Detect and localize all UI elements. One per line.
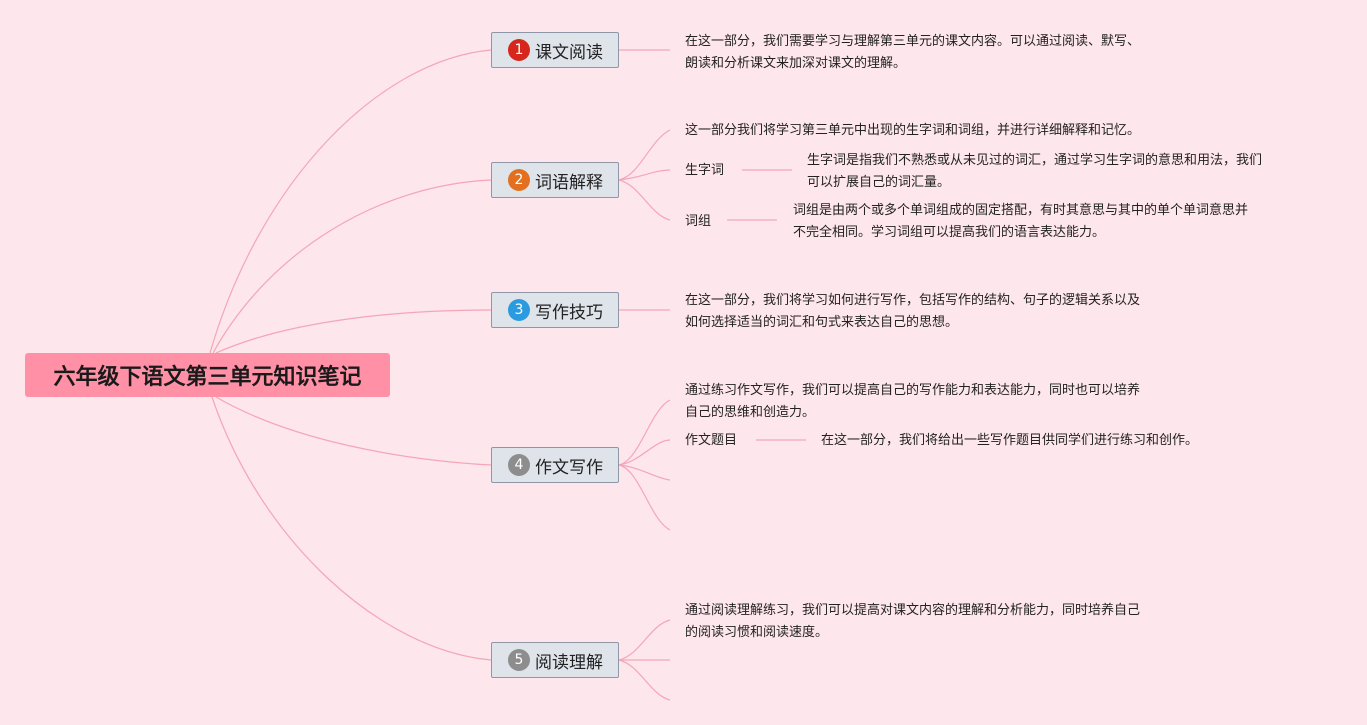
desc-line: 朗读和分析课文来加深对课文的理解。: [685, 56, 907, 71]
number-badge-icon: 5: [508, 649, 530, 671]
connector-root-topic-5: [211, 396, 492, 661]
topic-3[interactable]: 3 写作技巧: [491, 292, 619, 328]
desc-line: 生字词是指我们不熟悉或从未见过的词汇，通过学习生字词的意思和用法，我们: [807, 153, 1263, 168]
root-title: 六年级下语文第三单元知识笔记: [53, 365, 362, 390]
connector-root-topic-2: [212, 179, 492, 354]
connector-root-topic-4: [215, 396, 492, 466]
topic-2-desc[interactable]: 这一部分我们将学习第三单元中出现的生字词和词组，并进行详细解释和记忆。: [685, 120, 1140, 142]
connector-topic2-sub1: [618, 169, 671, 181]
topic-label: 作文写作: [535, 457, 603, 478]
connector-topic4-desc: [618, 399, 671, 466]
topic-2[interactable]: 2 词语解释: [491, 162, 619, 198]
subtopic-new-words[interactable]: 生字词: [685, 163, 725, 178]
desc-line: 自己的思维和创造力。: [685, 405, 816, 420]
desc-line: 在这一部分，我们将学习如何进行写作，包括写作的结构、句子的逻辑关系以及: [685, 293, 1141, 308]
connector-root-topic-3: [215, 309, 492, 354]
connector-topic2-sub2: [618, 179, 671, 221]
topic-3-desc[interactable]: 在这一部分，我们将学习如何进行写作，包括写作的结构、句子的逻辑关系以及 如何选择…: [685, 290, 1140, 334]
desc-line: 通过阅读理解练习，我们可以提高对课文内容的理解和分析能力，同时培养自己: [685, 603, 1141, 618]
topic-label: 词语解释: [535, 172, 603, 193]
desc-line: 在这一部分，我们将给出一些写作题目供同学们进行练习和创作。: [821, 433, 1199, 448]
subtopic-essay-topics-desc[interactable]: 在这一部分，我们将给出一些写作题目供同学们进行练习和创作。: [821, 430, 1198, 452]
topic-label: 写作技巧: [535, 302, 603, 323]
root-topic[interactable]: 六年级下语文第三单元知识笔记: [25, 353, 390, 397]
connector-topic5-desc: [618, 619, 671, 661]
desc-line: 不完全相同。学习词组可以提高我们的语言表达能力。: [793, 225, 1106, 240]
desc-line: 的阅读习惯和阅读速度。: [685, 625, 829, 640]
number-badge-icon: 1: [508, 39, 530, 61]
topic-4-desc[interactable]: 通过练习作文写作，我们可以提高自己的写作能力和表达能力，同时也可以培养 自己的思…: [685, 380, 1140, 424]
connector-topic4-sub1: [618, 439, 671, 466]
subtopic-new-words-desc[interactable]: 生字词是指我们不熟悉或从未见过的词汇，通过学习生字词的意思和用法，我们 可以扩展…: [807, 150, 1262, 194]
topic-1[interactable]: 1 课文阅读: [491, 32, 619, 68]
topic-label: 课文阅读: [535, 42, 603, 63]
desc-line: 可以扩展自己的词汇量。: [807, 175, 951, 190]
number-badge-icon: 2: [508, 169, 530, 191]
topic-5-desc[interactable]: 通过阅读理解练习，我们可以提高对课文内容的理解和分析能力，同时培养自己 的阅读习…: [685, 600, 1140, 644]
desc-line: 如何选择适当的词汇和句式来表达自己的思想。: [685, 315, 959, 330]
connector-topic4-branch3: [618, 464, 671, 481]
number-badge-icon: 3: [508, 299, 530, 321]
topic-1-desc[interactable]: 在这一部分，我们需要学习与理解第三单元的课文内容。可以通过阅读、默写、 朗读和分…: [685, 31, 1140, 75]
desc-line: 词组是由两个或多个单词组成的固定搭配，有时其意思与其中的单个单词意思并: [793, 203, 1249, 218]
connector-root-topic-1: [209, 49, 492, 354]
subtopic-phrases-desc[interactable]: 词组是由两个或多个单词组成的固定搭配，有时其意思与其中的单个单词意思并 不完全相…: [793, 200, 1248, 244]
topic-4[interactable]: 4 作文写作: [491, 447, 619, 483]
topic-5[interactable]: 5 阅读理解: [491, 642, 619, 678]
subtopic-essay-topics[interactable]: 作文题目: [685, 433, 738, 448]
topic-label: 阅读理解: [535, 652, 603, 673]
connector-topic4-branch4: [618, 464, 671, 531]
number-badge-icon: 4: [508, 454, 530, 476]
connector-topic2-desc: [618, 129, 671, 181]
desc-line: 这一部分我们将学习第三单元中出现的生字词和词组，并进行详细解释和记忆。: [685, 123, 1141, 138]
subtopic-phrases[interactable]: 词组: [685, 214, 712, 229]
desc-line: 在这一部分，我们需要学习与理解第三单元的课文内容。可以通过阅读、默写、: [685, 34, 1141, 49]
desc-line: 通过练习作文写作，我们可以提高自己的写作能力和表达能力，同时也可以培养: [685, 383, 1141, 398]
connector-topic5-branch3: [618, 659, 671, 701]
